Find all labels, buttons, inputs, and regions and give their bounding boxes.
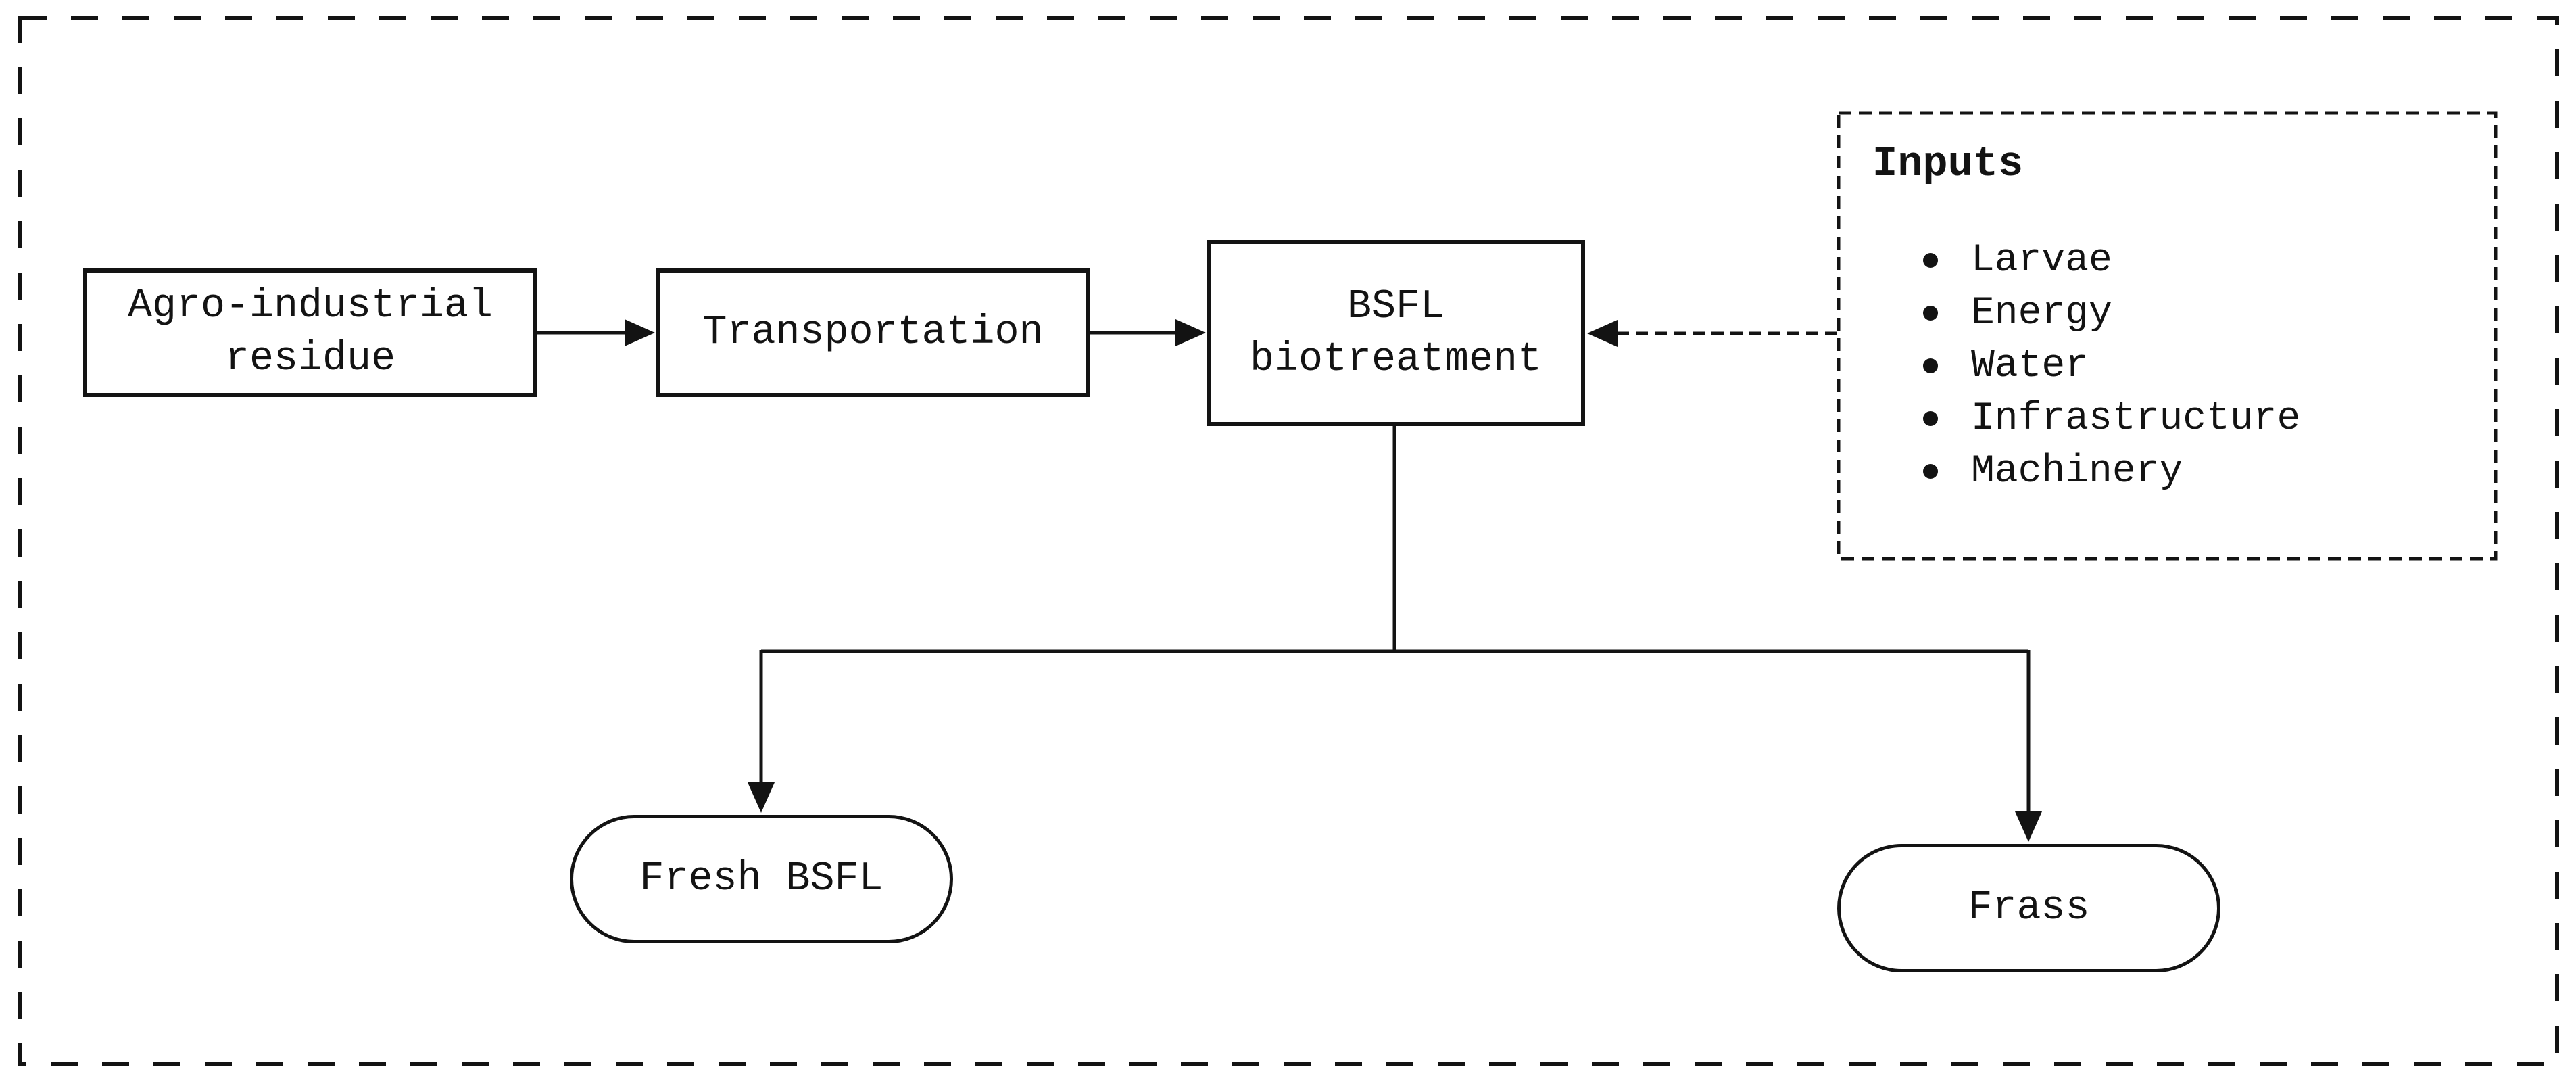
list-item: Infrastructure — [1923, 392, 2300, 445]
inputs-list: Larvae Energy Water Infrastructure Machi… — [1923, 234, 2300, 498]
node-label-line: Frass — [1968, 885, 2090, 931]
inputs-panel-title: Inputs — [1872, 140, 2024, 188]
list-item: Water — [1923, 339, 2300, 392]
node-label-line: Transportation — [702, 310, 1044, 356]
node-frass: Frass — [1837, 844, 2220, 972]
node-fresh-bsfl: Fresh BSFL — [570, 815, 953, 943]
bullet-icon — [1923, 358, 1938, 373]
list-item: Energy — [1923, 287, 2300, 339]
outer-dashed-border — [18, 16, 2559, 1066]
node-transportation: Transportation — [656, 268, 1090, 397]
bullet-icon — [1923, 411, 1938, 426]
node-agro-industrial-residue: Agro-industrial residue — [83, 268, 537, 397]
bullet-icon — [1923, 464, 1938, 479]
node-label-line: Agro-industrial — [127, 283, 493, 329]
bullet-icon — [1923, 306, 1938, 321]
node-label-line: biotreatment — [1249, 336, 1542, 383]
node-label-line: residue — [224, 336, 396, 382]
inputs-panel: Inputs Larvae Energy Water Infrastructur… — [1839, 113, 2496, 559]
inputs-item-label: Energy — [1971, 291, 2112, 335]
list-item: Larvae — [1923, 234, 2300, 287]
inputs-item-label: Machinery — [1971, 449, 2183, 494]
inputs-item-label: Water — [1971, 344, 2089, 388]
node-label-line: Fresh BSFL — [639, 856, 883, 902]
node-bsfl-biotreatment: BSFL biotreatment — [1207, 240, 1585, 426]
list-item: Machinery — [1923, 445, 2300, 498]
bullet-icon — [1923, 253, 1938, 268]
inputs-item-label: Larvae — [1971, 238, 2112, 283]
node-label-line: BSFL — [1346, 283, 1445, 330]
inputs-item-label: Infrastructure — [1971, 396, 2301, 441]
inputs-panel-border — [1837, 111, 2498, 561]
